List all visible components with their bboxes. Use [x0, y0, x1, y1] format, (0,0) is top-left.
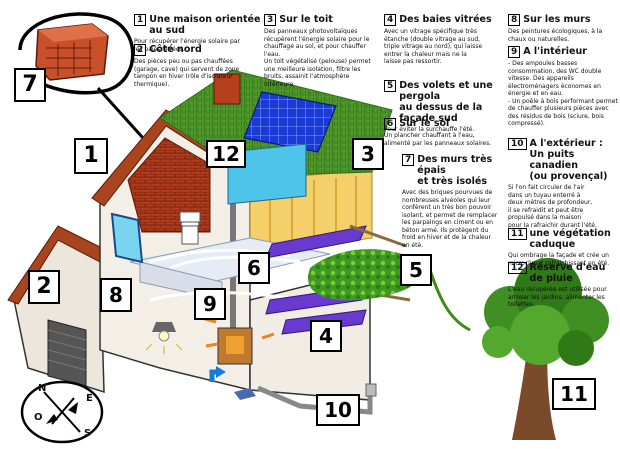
- callout-tile-3: 3: [352, 138, 384, 170]
- callout-tile-4: 4: [310, 320, 342, 352]
- callout-tile-9: 9: [194, 288, 226, 320]
- note-body: Des panneaux photovoltaïques récupèrent …: [264, 28, 371, 88]
- note-title: Des baies vitrées: [399, 14, 492, 25]
- note-number: 1: [134, 14, 147, 26]
- compass-east-label: E: [86, 393, 93, 404]
- note-title: A l'intérieur: [523, 46, 587, 57]
- note-body: Pour récupérer l'énergie solaire par les…: [134, 38, 240, 53]
- note-number: 4: [384, 14, 397, 26]
- note-number: 9: [508, 46, 521, 58]
- callout-tile-7: 7: [14, 68, 46, 102]
- note-title: Réserve d'eau de pluie: [529, 262, 606, 284]
- note-number: 5: [384, 80, 397, 92]
- callout-tile-1: 1: [74, 138, 108, 174]
- note-title: Côté nord: [149, 44, 202, 55]
- note-body: Des pièces peu ou pas chauffées (garage,…: [134, 58, 240, 88]
- compass-west-label: O: [34, 412, 43, 423]
- callout-tile-11: 11: [552, 378, 596, 410]
- note-number: 6: [384, 118, 397, 130]
- note-title: une végétation caduque: [529, 228, 611, 250]
- note-body: Si l'on fait circuler de l'air dans un t…: [508, 184, 597, 229]
- note-title: Sur les murs: [523, 14, 591, 25]
- note-number: 12: [508, 262, 527, 274]
- note-title: Sur le sol: [399, 118, 450, 129]
- note-title: Des volets et une pergola au dessus de l…: [399, 80, 493, 124]
- callout-tile-2: 2: [28, 270, 60, 304]
- note-number: 2: [134, 44, 147, 56]
- note-body: Un plancher chauffant à l'eau, alimenté …: [384, 132, 492, 147]
- garage: [7, 225, 107, 394]
- note-number: 3: [264, 14, 277, 26]
- callout-tile-8: 8: [100, 278, 132, 312]
- note-body: L'eau récupérée est utilisée pour arrose…: [508, 286, 607, 308]
- compass: [20, 380, 104, 444]
- note-body: - Des ampoules basses consommation, des …: [508, 60, 618, 127]
- note-title: Une maison orientée au sud: [149, 14, 261, 36]
- note-body: Des peintures écologiques, à la chaux ou…: [508, 28, 603, 43]
- note-body: Avec des briques pourvues de nombreuses …: [402, 189, 498, 249]
- note-number: 10: [508, 138, 527, 150]
- brick-illustration: [35, 23, 109, 81]
- callout-tile-12: 12: [206, 140, 246, 168]
- note-title: Sur le toit: [279, 14, 333, 25]
- note-number: 11: [508, 228, 527, 240]
- note-number: 7: [402, 154, 415, 166]
- note-title: A l'extérieur : Un puits canadien (ou pr…: [529, 138, 608, 182]
- callout-tile-6: 6: [238, 252, 270, 284]
- callout-tile-5: 5: [400, 254, 432, 286]
- note-title: Des murs très épais et très isolés: [417, 154, 493, 187]
- compass-south-label: S: [84, 428, 92, 439]
- tree-illustration: [482, 258, 609, 440]
- callout-tile-10: 10: [316, 394, 360, 426]
- note-number: 8: [508, 14, 521, 26]
- compass-north-label: N: [38, 383, 47, 394]
- note-body: Avec un vitrage spécifique très étanche …: [384, 28, 483, 65]
